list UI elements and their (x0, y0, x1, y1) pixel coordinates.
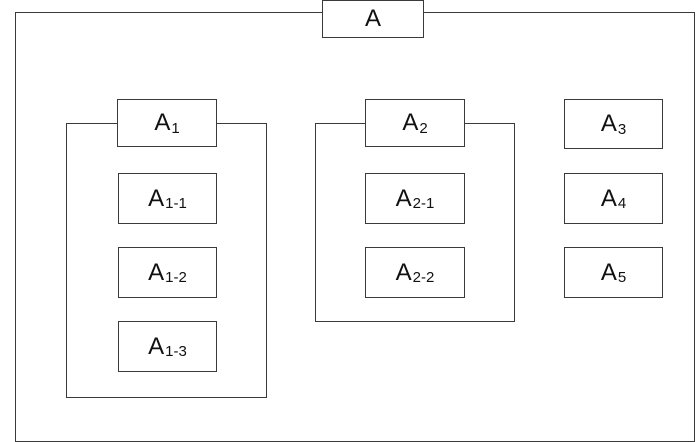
node-a1-letter: A (154, 109, 171, 136)
node-a2-letter: A (402, 109, 419, 136)
node-a3-subscript: 3 (617, 120, 627, 138)
node-a1-3-subscript: 1-3 (165, 343, 187, 360)
node-a: A (322, 0, 424, 38)
node-a1-subscript: 1 (171, 119, 180, 137)
node-a1-3-letter: A (148, 332, 165, 360)
node-a2-2-subscript: 2-2 (412, 269, 435, 286)
node-a2-2-letter: A (395, 258, 412, 286)
node-a5-letter: A (600, 258, 617, 286)
node-a1-2-letter: A (148, 258, 165, 286)
node-a5-subscript: 5 (617, 269, 627, 286)
node-a2-subscript: 2 (419, 119, 428, 137)
node-a1-1-letter: A (148, 184, 165, 212)
node-a1-1-subscript: 1-1 (165, 195, 187, 212)
node-a2-1-subscript: 2-1 (412, 195, 435, 212)
node-a3-letter: A (600, 110, 617, 137)
node-a2-1-letter: A (395, 184, 412, 212)
node-a4-subscript: 4 (617, 195, 627, 212)
node-a1-2-subscript: 1-2 (165, 269, 187, 286)
node-a-label: A (364, 5, 381, 32)
node-a4-letter: A (600, 184, 617, 212)
